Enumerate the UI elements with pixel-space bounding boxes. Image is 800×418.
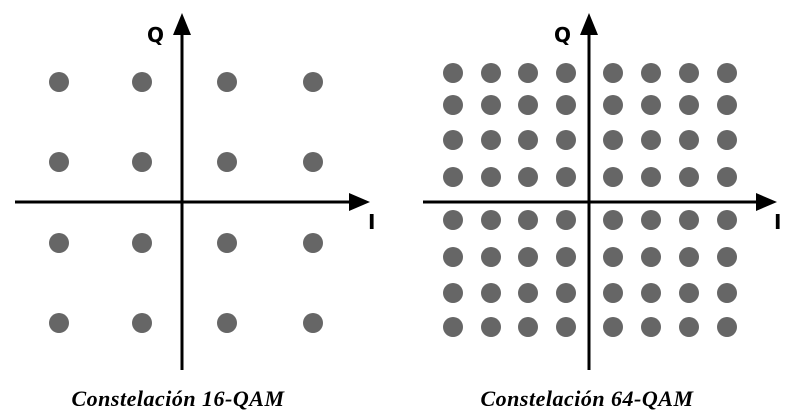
constellation-point xyxy=(481,283,501,303)
constellation-point xyxy=(641,95,661,115)
i-axis-arrow-64qam xyxy=(756,193,777,211)
constellation-point xyxy=(603,167,623,187)
constellation-point xyxy=(481,95,501,115)
constellation-point xyxy=(217,313,237,333)
constellation-point xyxy=(717,210,737,230)
constellation-point xyxy=(556,167,576,187)
constellation-point xyxy=(603,317,623,337)
constellation-point xyxy=(641,130,661,150)
constellation-point xyxy=(603,247,623,267)
constellation-point xyxy=(641,317,661,337)
constellation-point xyxy=(518,130,538,150)
constellation-point xyxy=(717,283,737,303)
constellation-point xyxy=(303,152,323,172)
q-axis-label-16qam: Q xyxy=(147,23,164,47)
constellation-point xyxy=(717,63,737,83)
constellation-point xyxy=(303,313,323,333)
constellation-point xyxy=(217,233,237,253)
constellation-point xyxy=(481,130,501,150)
constellation-point xyxy=(132,72,152,92)
constellation-point xyxy=(443,63,463,83)
constellation-64qam-panel: I Q Constelación 64-QAM xyxy=(423,13,781,411)
constellation-point xyxy=(132,313,152,333)
constellation-point xyxy=(717,167,737,187)
constellation-point xyxy=(603,130,623,150)
constellation-point xyxy=(132,152,152,172)
constellation-point xyxy=(556,317,576,337)
constellation-point xyxy=(49,233,69,253)
constellation-point xyxy=(717,317,737,337)
constellation-point xyxy=(679,63,699,83)
constellation-point xyxy=(303,233,323,253)
constellation-point xyxy=(518,247,538,267)
constellation-point xyxy=(518,317,538,337)
constellation-point xyxy=(717,95,737,115)
i-axis-label-16qam: I xyxy=(368,210,375,234)
constellation-point xyxy=(443,210,463,230)
constellation-point xyxy=(556,95,576,115)
constellation-point xyxy=(717,247,737,267)
constellation-point xyxy=(641,210,661,230)
constellation-point xyxy=(679,317,699,337)
constellation-point xyxy=(641,283,661,303)
constellation-point xyxy=(556,247,576,267)
q-axis-arrow-64qam xyxy=(580,13,598,35)
i-axis-arrow-16qam xyxy=(349,193,370,211)
constellation-point xyxy=(481,63,501,83)
constellation-point xyxy=(556,130,576,150)
constellation-point xyxy=(603,210,623,230)
constellation-point xyxy=(217,72,237,92)
constellation-point xyxy=(443,130,463,150)
constellation-point xyxy=(556,210,576,230)
constellation-point xyxy=(443,317,463,337)
constellation-point xyxy=(603,95,623,115)
constellation-point xyxy=(443,247,463,267)
constellation-point xyxy=(518,167,538,187)
i-axis-label-64qam: I xyxy=(774,210,781,234)
constellation-point xyxy=(556,283,576,303)
constellation-point xyxy=(49,313,69,333)
constellation-point xyxy=(679,210,699,230)
constellation-point xyxy=(217,152,237,172)
constellation-point xyxy=(518,283,538,303)
caption-16qam: Constelación 16-QAM xyxy=(71,386,285,411)
constellation-point xyxy=(603,283,623,303)
q-axis-label-64qam: Q xyxy=(554,23,571,47)
constellation-point xyxy=(518,210,538,230)
constellation-point xyxy=(518,63,538,83)
constellation-point xyxy=(679,167,699,187)
constellation-point xyxy=(717,130,737,150)
constellation-point xyxy=(679,95,699,115)
constellation-point xyxy=(641,167,661,187)
constellation-point xyxy=(443,167,463,187)
constellation-point xyxy=(679,283,699,303)
constellation-point xyxy=(518,95,538,115)
constellation-point xyxy=(481,167,501,187)
constellation-point xyxy=(49,72,69,92)
constellation-point xyxy=(679,247,699,267)
caption-64qam: Constelación 64-QAM xyxy=(480,386,694,411)
constellation-point xyxy=(556,63,576,83)
constellation-point xyxy=(132,233,152,253)
constellation-16qam-points xyxy=(49,72,323,333)
constellation-point xyxy=(49,152,69,172)
constellation-point xyxy=(641,63,661,83)
constellation-64qam-points xyxy=(443,63,737,337)
constellation-point xyxy=(641,247,661,267)
constellation-point xyxy=(481,317,501,337)
constellation-point xyxy=(679,130,699,150)
constellation-point xyxy=(481,247,501,267)
q-axis-arrow-16qam xyxy=(173,13,191,35)
constellation-point xyxy=(603,63,623,83)
constellation-point xyxy=(303,72,323,92)
constellation-16qam-panel: I Q Constelación 16-QAM xyxy=(15,13,375,411)
constellation-point xyxy=(481,210,501,230)
constellation-point xyxy=(443,95,463,115)
constellation-point xyxy=(443,283,463,303)
